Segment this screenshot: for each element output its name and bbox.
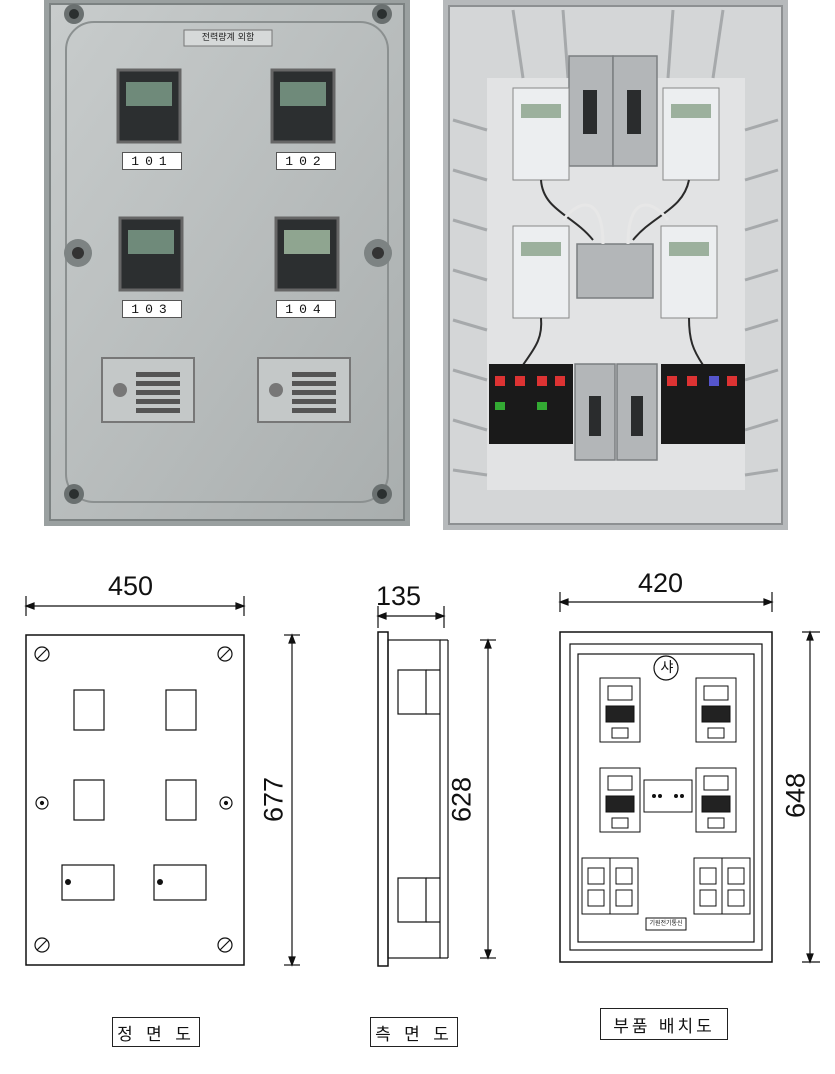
interior-illustration (443, 0, 788, 530)
interior-photo (443, 0, 788, 530)
front-view-drawing (24, 596, 300, 967)
top-plate-text: 전력량계 외함 (201, 33, 255, 43)
screw-icon (34, 646, 233, 953)
breaker-symbol-icon (581, 857, 751, 931)
side-depth-dimension: 135 (376, 581, 422, 611)
meter-window (116, 68, 340, 292)
layout-logo-glyph: 샤 (660, 660, 674, 676)
circuit-breaker-icon (489, 364, 745, 444)
side-view-caption: 측 면 도 (370, 1017, 458, 1047)
meter-symbol-icon (599, 677, 737, 833)
front-view-caption: 정 면 도 (112, 1017, 200, 1047)
side-height-dimension: 628 (446, 776, 477, 823)
unit-number-plate: 104 (276, 300, 336, 318)
unit-number-plate: 102 (276, 152, 336, 170)
layout-height-dimension: 648 (780, 772, 811, 819)
side-view-drawing (376, 606, 496, 967)
layout-view-drawing (558, 592, 820, 964)
layout-view-caption: 부품 배치도 (600, 1008, 728, 1040)
electric-meter-icon (512, 87, 720, 319)
front-height-dimension: 677 (258, 776, 289, 823)
corner-screw-icon (64, 4, 392, 504)
unit-number-plate: 103 (122, 300, 182, 318)
layout-width-dimension: 420 (638, 568, 684, 598)
front-cover-photo: 전력량계 외함 101 102 103 104 (44, 0, 410, 526)
vent-panel (101, 357, 351, 423)
front-cover-illustration (44, 0, 410, 526)
front-width-dimension: 450 (108, 571, 154, 601)
unit-number-plate: 101 (122, 152, 182, 170)
layout-bottom-label: 기원전기통신 (649, 920, 683, 927)
